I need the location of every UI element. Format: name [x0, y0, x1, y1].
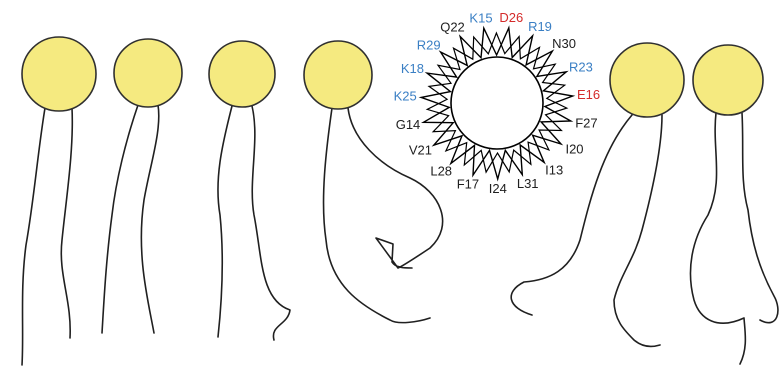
residue-label-q22: Q22	[440, 20, 465, 35]
lipid-6-tail-2	[742, 113, 778, 323]
lipid-5	[511, 115, 662, 346]
lipid-4-head	[304, 41, 372, 109]
lipid-3-head	[209, 41, 275, 107]
lipid-5-head	[610, 43, 684, 117]
residue-label-r19: R19	[528, 19, 552, 34]
lipid-2	[102, 105, 159, 333]
residue-label-i13: I13	[545, 162, 563, 177]
residue-label-v21: V21	[409, 143, 432, 158]
residue-label-g14: G14	[396, 117, 421, 132]
residue-label-k18: K18	[401, 61, 424, 76]
residue-label-e16: E16	[577, 87, 600, 102]
residue-label-i20: I20	[565, 141, 583, 156]
residue-label-f17: F17	[457, 177, 479, 192]
residue-label-n30: N30	[552, 36, 576, 51]
lipid-1-head	[22, 37, 96, 111]
residue-label-k15: K15	[469, 10, 492, 25]
residue-label-l28: L28	[430, 163, 452, 178]
lipid-2-tail-1	[102, 105, 138, 333]
residue-label-f27: F27	[575, 115, 597, 130]
lipid-6	[690, 113, 777, 364]
lipid-1-tail-1	[22, 108, 45, 365]
helical-wheel	[421, 28, 573, 179]
lipid-4	[324, 108, 443, 323]
lipid-heads	[22, 37, 763, 117]
lipid-3	[218, 106, 290, 340]
residue-label-l31: L31	[517, 176, 539, 191]
lipid-2-head	[114, 39, 182, 107]
lipid-6-tail-1	[690, 113, 745, 364]
residue-label-r23: R23	[569, 60, 593, 75]
residue-label-r29: R29	[417, 37, 441, 52]
lipid-3-tail-2	[252, 106, 290, 340]
lipid-6-head	[693, 45, 763, 115]
lipid-2-tail-2	[141, 105, 158, 333]
lipid-3-tail-1	[218, 106, 232, 337]
lipid-4-tail-1	[324, 108, 430, 323]
residue-label-i24: I24	[489, 181, 507, 196]
helix-core-circle	[451, 57, 543, 149]
lipid-4-tail-2	[348, 108, 443, 268]
lipid-1	[22, 108, 72, 365]
lipid-5-tail-2	[614, 115, 662, 346]
lipid-tails	[22, 105, 778, 365]
lipid-1-tail-2	[61, 108, 72, 338]
residue-label-d26: D26	[499, 10, 523, 25]
residue-label-k25: K25	[394, 89, 417, 104]
